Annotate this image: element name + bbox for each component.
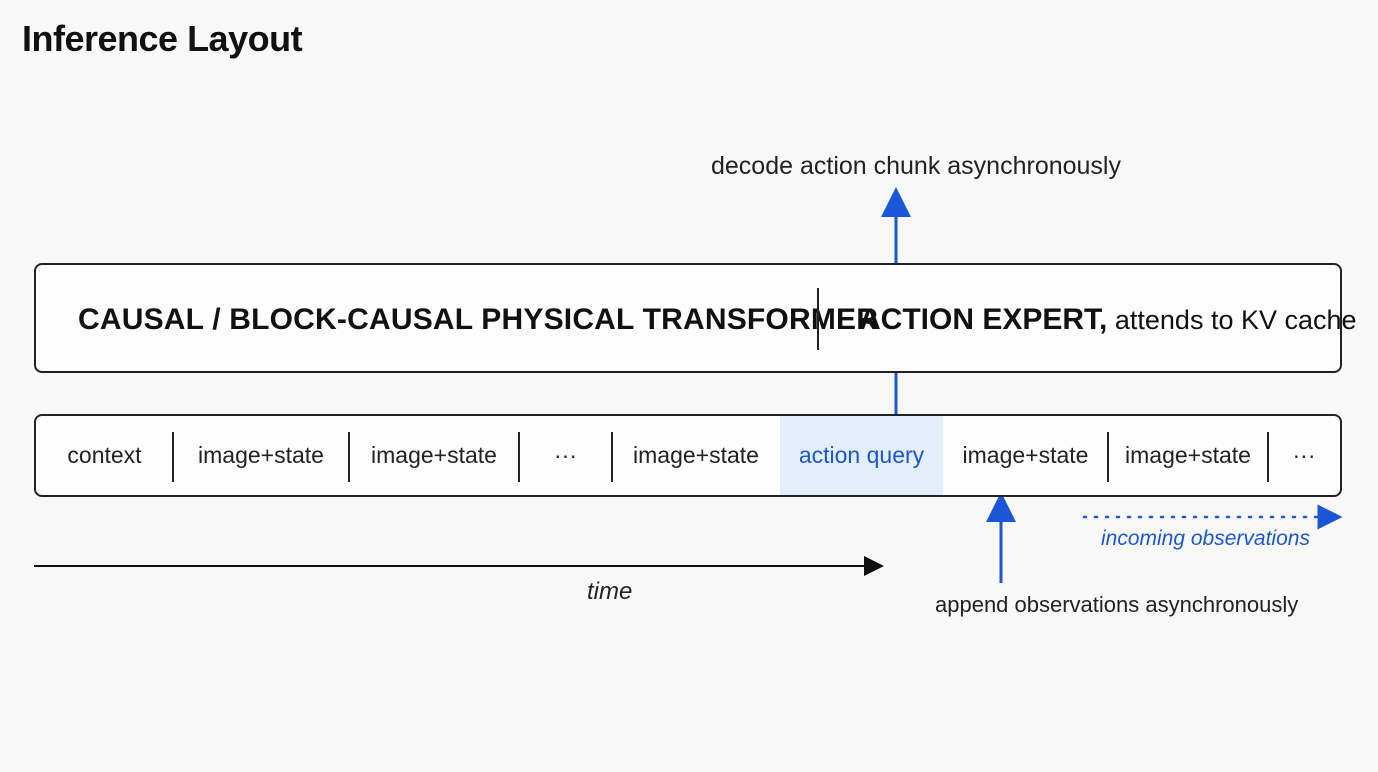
action-expert-label: ACTION EXPERT, attends to KV cache [859,303,1357,337]
token-action-query: action query [780,416,943,495]
token-sequence: context image+state image+state ··· image+st… [34,414,1342,497]
action-expert-title: ACTION EXPERT, [859,303,1108,336]
decode-label: decode action chunk asynchronously [711,152,1121,180]
append-label: append observations asynchronously [935,592,1299,617]
transformer-label: CAUSAL / BLOCK-CAUSAL PHYSICAL TRANSFORM… [78,303,879,336]
token-item: ··· [554,442,577,468]
time-label: time [587,578,633,605]
token-item: image+state [633,442,759,468]
token-item: image+state [1125,442,1251,468]
token-separator [1107,432,1109,482]
transformer-divider [817,288,819,350]
incoming-label: incoming observations [1101,527,1310,550]
token-item: ··· [1292,442,1316,468]
token-separator [348,432,350,482]
transformer-box: CAUSAL / BLOCK-CAUSAL PHYSICAL TRANSFORM… [34,263,1357,373]
token-separator [518,432,520,482]
token-item: image+state [371,442,497,468]
token-item: context [67,442,142,468]
token-item: image+state [198,442,324,468]
action-expert-desc: attends to KV cache [1107,305,1357,335]
token-item: image+state [962,442,1089,468]
token-separator [172,432,174,482]
token-separator [1267,432,1269,482]
page-title: Inference Layout [22,18,303,59]
token-separator [611,432,613,482]
